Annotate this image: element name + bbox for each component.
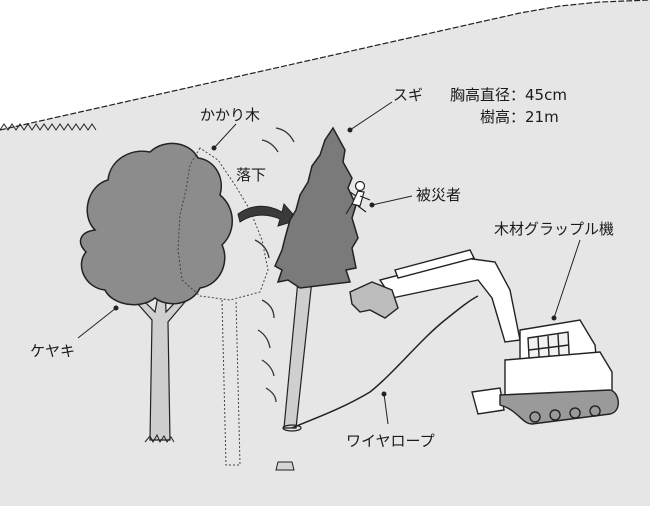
leader-grapple: [553, 239, 581, 319]
slope-ridge-line: [0, 123, 97, 131]
victim-figure: [345, 180, 371, 215]
label-victim: 被災者: [416, 186, 461, 204]
hanging-tree-outline: [177, 147, 269, 466]
victim-head: [354, 180, 366, 192]
machine-boom: [378, 257, 521, 343]
label-sugi: スギ: [393, 86, 423, 104]
wire-rope: [291, 295, 479, 429]
motion-lines: [254, 127, 295, 403]
leader-wire: [383, 393, 389, 425]
leader-sugi: [349, 101, 393, 131]
label-wire: ワイヤロープ: [346, 432, 435, 450]
sugi-crown: [274, 126, 359, 289]
leader-victim-dot: [369, 202, 375, 208]
sugi-stump: [275, 461, 295, 471]
label-keyaki: ケヤキ: [30, 342, 75, 360]
leader-keyaki-dot: [113, 305, 119, 311]
leader-keyaki: [77, 307, 117, 339]
fall-arrow-icon: [237, 202, 299, 227]
wire-choker: [282, 424, 302, 432]
cab-window-grid: [528, 333, 571, 376]
leader-grapple-dot: [551, 315, 557, 321]
label-dbh: 胸高直径：45cm: [450, 86, 567, 104]
hanging-tree-crown: [177, 147, 269, 301]
keyaki-base-grass: [144, 433, 175, 444]
grapple-head: [349, 281, 399, 319]
machine-arm-cylinder: [394, 249, 476, 279]
label-fall: 落下: [236, 166, 266, 184]
label-height: 樹高：21m: [480, 108, 559, 126]
leader-hanging-tree: [213, 123, 237, 149]
leader-sugi-dot: [347, 127, 353, 133]
grapple-machine: [349, 249, 619, 425]
machine-blade: [471, 387, 505, 415]
track-wheels: [529, 405, 601, 423]
leader-wire-dot: [381, 391, 387, 397]
leader-hanging-tree-dot: [211, 145, 217, 151]
hanging-tree-trunk: [221, 299, 241, 466]
victim-limbs: [345, 191, 371, 215]
keyaki-tree: [79, 142, 233, 444]
leader-victim: [371, 195, 413, 206]
keyaki-crown: [79, 142, 233, 306]
label-grapple: 木材グラップル機: [494, 220, 614, 238]
machine-body: [504, 351, 613, 401]
sugi-tree: [274, 126, 359, 471]
victim-body: [351, 190, 365, 207]
slope-edge: [0, 0, 650, 131]
label-hanging-tree: かかり木: [200, 106, 260, 124]
